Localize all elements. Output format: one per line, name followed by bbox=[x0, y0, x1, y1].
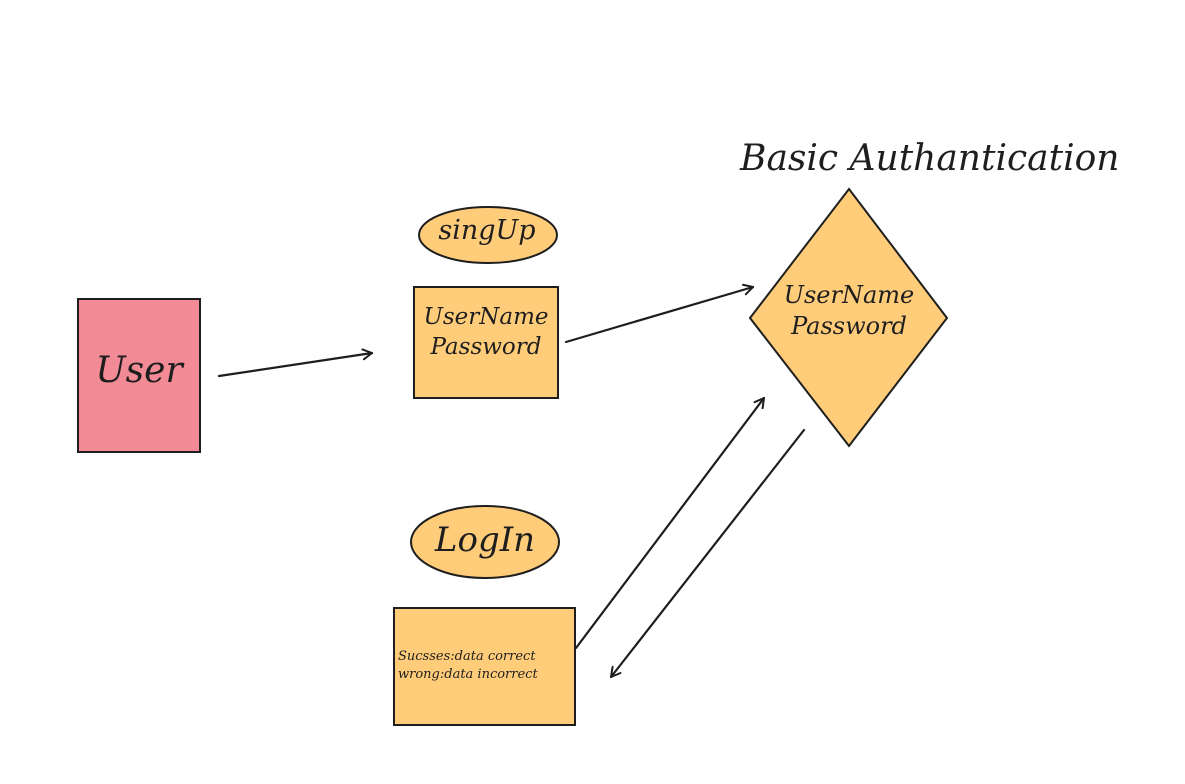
user-label: User bbox=[95, 350, 183, 391]
singup-pill-label: singUp bbox=[438, 215, 536, 246]
auth-fields-text: UserName Password bbox=[764, 280, 934, 342]
arrow-auth-to-login bbox=[609, 428, 806, 679]
login-success-text: Sucsses:data correct bbox=[398, 649, 536, 664]
auth-password-text: Password bbox=[791, 312, 907, 341]
login-pill-label: LogIn bbox=[434, 520, 536, 560]
signup-username-text: UserName bbox=[423, 304, 549, 330]
signup-fields-box[interactable] bbox=[413, 286, 559, 399]
arrow-login-to-auth bbox=[574, 396, 766, 650]
diagram-title: Basic Authantication bbox=[740, 138, 1120, 179]
auth-username-text: UserName bbox=[783, 281, 915, 309]
arrow-user-to-signup bbox=[217, 348, 374, 378]
signup-fields-text: UserName Password bbox=[414, 303, 558, 363]
user-box[interactable] bbox=[77, 298, 201, 453]
login-pill[interactable] bbox=[410, 505, 560, 579]
login-result-box[interactable] bbox=[393, 607, 576, 726]
singup-pill[interactable] bbox=[418, 206, 558, 264]
login-wrong-text: wrong:data incorrect bbox=[398, 666, 538, 682]
auth-diamond[interactable] bbox=[748, 187, 949, 448]
arrow-signup-to-auth bbox=[564, 283, 755, 344]
signup-password-text: Password bbox=[430, 333, 542, 360]
login-result-text: Sucsses:data correct wrong:data incorrec… bbox=[394, 648, 566, 683]
